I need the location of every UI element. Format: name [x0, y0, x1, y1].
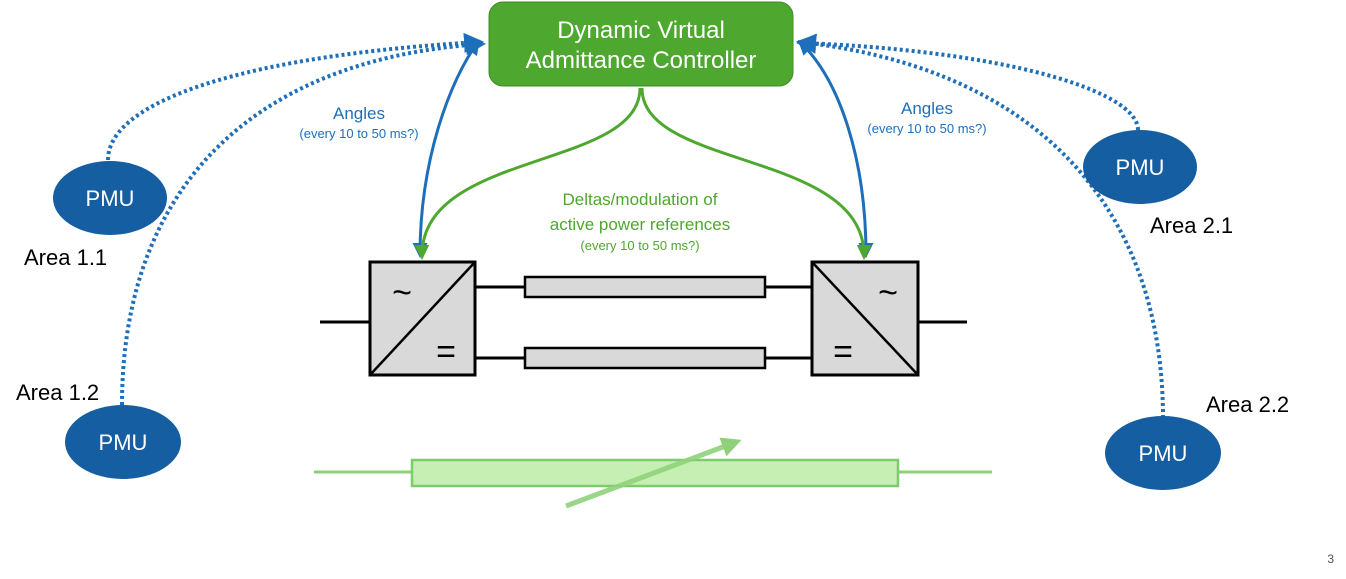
delta-arrow-right	[640, 87, 872, 260]
controller-title-line2: Admittance Controller	[526, 47, 757, 74]
page-number: 3	[1327, 552, 1334, 566]
pmu-link-area-2-1	[796, 33, 1140, 131]
converter-right-ac-symbol: ~	[878, 274, 898, 312]
pmu-label-area-2-2: PMU	[1139, 441, 1188, 466]
dc-cable-bottom	[523, 346, 767, 370]
angles-left-sub: (every 10 to 50 ms?)	[299, 126, 418, 141]
angles-right-sub: (every 10 to 50 ms?)	[867, 121, 986, 136]
pmu-link-area-2-2	[796, 33, 1165, 419]
area-label-2-2: Area 2.2	[1206, 392, 1289, 417]
pmu-area-1-2[interactable]	[65, 405, 181, 479]
angles-left-title: Angles	[333, 104, 385, 123]
variable-admittance-arrow	[565, 437, 742, 509]
controller-box[interactable]	[488, 1, 794, 87]
deltas-line2: active power references	[550, 215, 730, 234]
pmu-area-1-1[interactable]	[53, 161, 167, 235]
delta-arrow-left	[414, 87, 642, 260]
pmu-link-area-1-1	[106, 32, 484, 161]
deltas-sub: (every 10 to 50 ms?)	[580, 238, 699, 253]
area-label-1-1: Area 1.1	[24, 245, 107, 270]
area-label-1-2: Area 1.2	[16, 380, 99, 405]
angle-arrow-left	[412, 39, 480, 258]
converter-left-diagonal	[369, 261, 476, 376]
angles-right-title: Angles	[901, 99, 953, 118]
pmu-label-area-1-1: PMU	[86, 186, 135, 211]
deltas-line1: Deltas/modulation of	[563, 190, 718, 209]
angle-arrow-right	[797, 39, 874, 258]
converter-left-ac-symbol: ~	[392, 274, 412, 312]
converter-right-diagonal	[811, 261, 919, 376]
dc-cable-top	[523, 275, 767, 299]
area-label-2-1: Area 2.1	[1150, 213, 1233, 238]
pmu-area-2-1[interactable]	[1083, 130, 1197, 204]
pmu-link-area-1-2	[120, 35, 486, 406]
pmu-label-area-1-2: PMU	[99, 430, 148, 455]
converter-right-dc-symbol: =	[833, 333, 853, 371]
converter-left-dc-symbol: =	[436, 333, 456, 371]
pmu-area-2-2[interactable]	[1105, 416, 1221, 490]
pmu-label-area-2-1: PMU	[1116, 155, 1165, 180]
controller-title-line1: Dynamic Virtual	[557, 17, 725, 44]
